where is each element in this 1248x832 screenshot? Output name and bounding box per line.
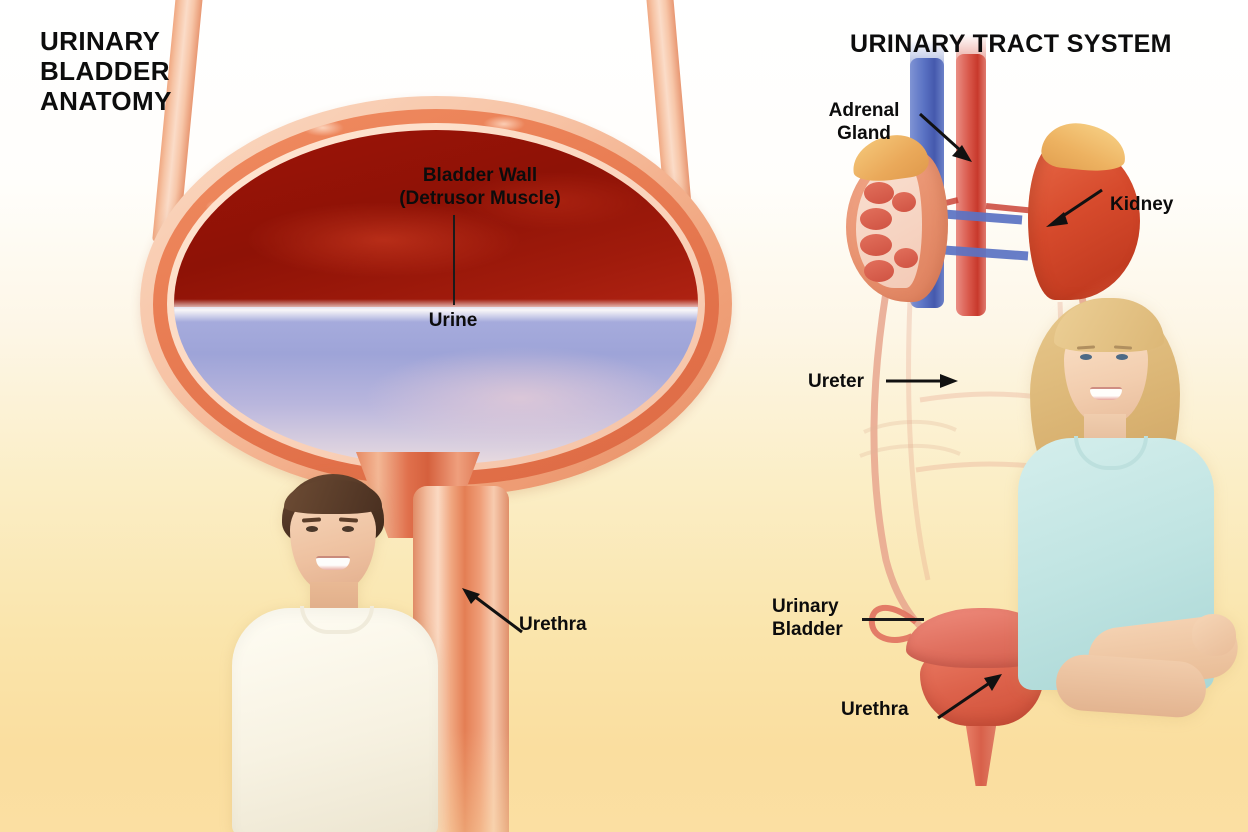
female-eye-right <box>1116 354 1128 360</box>
label-urinary-bladder: Urinary Bladder <box>772 596 843 640</box>
male-eye-right <box>342 526 354 532</box>
male-figure-photo <box>206 470 454 832</box>
male-tshirt <box>232 608 438 832</box>
renal-pyramid <box>892 192 916 212</box>
arrow-urethra-left <box>462 588 523 634</box>
label-kidney: Kidney <box>1110 194 1174 215</box>
label-ureter: Ureter <box>808 371 864 392</box>
renal-pyramid <box>860 208 892 230</box>
renal-pyramid <box>864 182 894 204</box>
label-urethra-left: Urethra <box>519 614 587 635</box>
male-smile <box>316 556 350 570</box>
urine-volume <box>174 307 698 464</box>
renal-pyramid <box>894 248 918 268</box>
female-hand <box>1192 614 1236 656</box>
leader-line-urinary-bladder <box>862 618 924 621</box>
bladder-cavity <box>174 130 698 308</box>
label-bladder-wall: Bladder Wall (Detrusor Muscle) <box>399 165 561 209</box>
arrow-adrenal-gland <box>918 112 972 162</box>
label-urine: Urine <box>428 310 478 331</box>
bladder-lumen <box>174 130 698 464</box>
urinary-tract-illustration <box>760 0 1248 832</box>
arrow-kidney <box>1046 188 1103 227</box>
female-smile <box>1090 387 1122 400</box>
bladder-anatomy-illustration <box>140 0 732 832</box>
urine-surface-line <box>174 298 698 323</box>
female-figure-photo <box>996 292 1248 832</box>
arrow-ureter <box>886 374 958 388</box>
male-fringe <box>284 480 382 514</box>
female-eye-left <box>1080 354 1092 360</box>
arrow-urethra-right <box>937 674 1002 720</box>
renal-pyramid <box>864 260 894 282</box>
abdominal-aorta <box>956 54 986 316</box>
left-panel-title: URINARY BLADDER ANATOMY <box>40 26 172 117</box>
label-adrenal-gland: Adrenal Gland <box>828 100 900 144</box>
female-arm-lower <box>1054 652 1208 720</box>
female-fringe <box>1054 298 1164 352</box>
right-panel-title: URINARY TRACT SYSTEM <box>850 30 1172 58</box>
label-urethra-right: Urethra <box>841 699 909 720</box>
male-eye-left <box>306 526 318 532</box>
leader-line-urine <box>453 215 455 305</box>
renal-pyramid <box>860 234 892 256</box>
